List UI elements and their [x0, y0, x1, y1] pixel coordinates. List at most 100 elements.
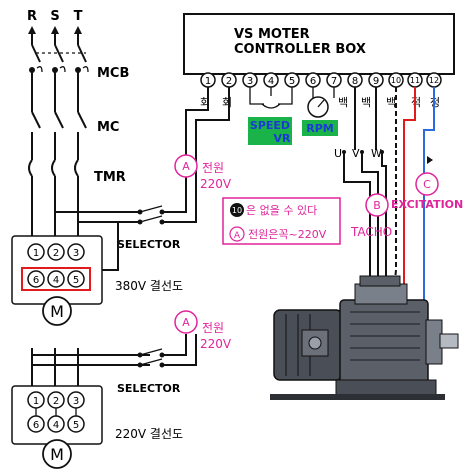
mcb-label: MCB: [97, 66, 129, 81]
excitation-wire-red: [403, 87, 416, 300]
svg-text:12: 12: [429, 76, 439, 85]
selector-label-bottom: SELECTOR: [117, 382, 181, 395]
svg-text:1: 1: [33, 248, 39, 259]
terminal-5[interactable]: 5: [284, 72, 300, 88]
tmr-label: TMR: [94, 170, 126, 185]
terminal-2[interactable]: 2: [221, 72, 237, 88]
svg-text:4: 4: [268, 76, 274, 87]
motor-220-terminal-1: 1: [27, 391, 45, 409]
phase-label-s: S: [50, 9, 59, 24]
svg-text:5: 5: [73, 275, 79, 286]
mc-label: MC: [97, 120, 119, 135]
svg-text:5: 5: [73, 420, 79, 431]
svg-text:A: A: [234, 231, 241, 241]
svg-text:7: 7: [331, 76, 337, 87]
svg-text:3: 3: [73, 396, 79, 407]
svg-text:B: B: [373, 199, 381, 212]
terminal-8-label: 백: [338, 96, 348, 109]
motor-illustration: [270, 275, 459, 400]
controller-title-line2: CONTROLLER BOX: [234, 42, 366, 57]
note-line1: 은 없을 수 있다: [246, 204, 317, 217]
svg-text:6: 6: [33, 420, 39, 431]
excitation-wire-blue: [423, 87, 435, 300]
terminal-9-label: 백: [361, 96, 371, 109]
selector-label-top: SELECTOR: [117, 238, 181, 251]
motor-380-terminal-1: 1: [27, 243, 45, 261]
tmr-relay: [28, 159, 79, 177]
terminal-7[interactable]: 7: [326, 72, 342, 88]
controller-box: [183, 13, 455, 75]
speed-vr-label-box: [248, 117, 292, 145]
svg-text:C: C: [423, 178, 431, 191]
svg-text:9: 9: [373, 76, 379, 87]
note-line2: 전원은꼭~220V: [248, 228, 327, 241]
terminal-11-label: 적: [411, 96, 421, 109]
svg-text:2: 2: [226, 76, 232, 87]
callout-b-tacho: B: [365, 193, 389, 217]
terminal-12[interactable]: 12: [426, 72, 442, 88]
motor-380-star-link: [21, 267, 91, 291]
uvw-label-v: V: [352, 147, 360, 160]
motor-220-terminal-4: 4: [47, 415, 65, 433]
mc-contactor: [31, 111, 87, 129]
svg-text:4: 4: [53, 275, 59, 286]
excitation-label: EXCITATION: [391, 198, 463, 211]
motor-220-terminal-5: 5: [67, 415, 85, 433]
uvw-label-w: W: [371, 147, 382, 160]
power-label-top: 전원: [202, 161, 224, 175]
terminal-2-label: 회: [222, 96, 232, 109]
motor-380-terminal-5: 5: [67, 270, 85, 288]
terminal-4[interactable]: 4: [263, 72, 279, 88]
svg-text:6: 6: [310, 76, 316, 87]
svg-text:5: 5: [289, 76, 295, 87]
terminal-3[interactable]: 3: [242, 72, 258, 88]
svg-text:2: 2: [53, 248, 59, 259]
callout-a-power-top: A: [174, 154, 198, 178]
callout-a-power-bottom: A: [174, 310, 198, 334]
rpm-label-box: [302, 120, 338, 136]
motor-380-terminal-2: 2: [47, 243, 65, 261]
speed-vr-label-line1: SPEED: [250, 119, 290, 132]
svg-text:4: 4: [53, 420, 59, 431]
terminal-9[interactable]: 9: [368, 72, 384, 88]
terminal-6[interactable]: 6: [305, 72, 321, 88]
svg-text:1: 1: [205, 76, 211, 87]
controller-title-line1: VS MOTER: [234, 27, 310, 42]
mcb-breaker: [29, 44, 89, 73]
svg-text:2: 2: [53, 396, 59, 407]
svg-text:A: A: [182, 160, 190, 173]
motor-220-terminal-2: 2: [47, 391, 65, 409]
terminal-1[interactable]: 1: [200, 72, 216, 88]
svg-text:M: M: [50, 302, 64, 321]
svg-text:6: 6: [33, 275, 39, 286]
terminal-1-label: 회: [200, 96, 210, 109]
svg-text:3: 3: [247, 76, 253, 87]
uvw-label-u: U: [334, 147, 342, 160]
svg-text:M: M: [50, 445, 64, 464]
terminal-11[interactable]: 11: [407, 72, 423, 88]
svg-text:1: 1: [33, 396, 39, 407]
terminal-10[interactable]: 10: [388, 72, 404, 88]
svg-text:10: 10: [391, 76, 401, 85]
power-label-bottom: 전원: [202, 321, 224, 335]
selector-switch-bottom: [137, 348, 165, 368]
svg-text:8: 8: [352, 76, 358, 87]
speed-vr-label-line2: VR: [274, 132, 292, 145]
terminal-8[interactable]: 8: [347, 72, 363, 88]
motor-220-caption: 220V 결선도: [115, 427, 183, 441]
rpm-label: RPM: [306, 122, 333, 135]
phase-label-r: R: [27, 9, 37, 24]
motor-220-terminal-6: 6: [27, 415, 45, 433]
motor-220-terminal-3: 3: [67, 391, 85, 409]
svg-text:11: 11: [410, 76, 420, 85]
note-circled-10: 10: [232, 206, 242, 215]
svg-text:A: A: [182, 316, 190, 329]
motor-380-caption: 380V 결선도: [115, 279, 183, 293]
voltage-label-bottom: 220V: [200, 337, 232, 351]
motor-380-m-icon: M: [42, 296, 72, 326]
phase-label-t: T: [74, 9, 83, 24]
motor-380-terminal-6: 6: [27, 270, 45, 288]
tacho-label: TACHO: [350, 225, 392, 239]
terminal-10-label: 백: [386, 96, 396, 109]
